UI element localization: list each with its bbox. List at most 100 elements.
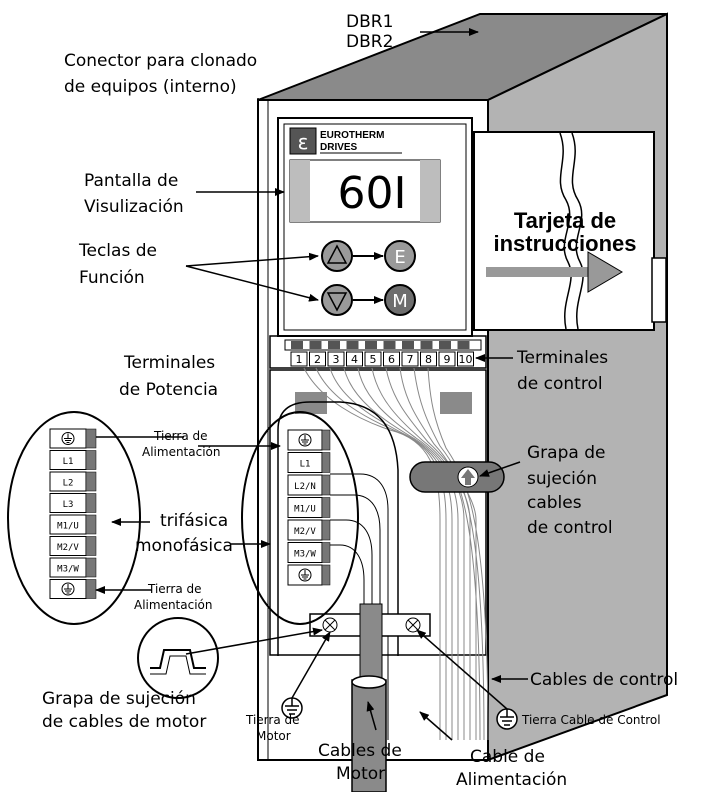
svg-text:E: E: [394, 247, 405, 268]
power-terminal-label: L1: [300, 460, 311, 470]
control-terminal-led: [291, 341, 303, 349]
control-terminal-number: 7: [407, 353, 414, 366]
earth-supply-bottom-line1: Tierra de: [147, 582, 202, 596]
control-terminal-number: 4: [351, 353, 358, 366]
dbr2-label: DBR2: [346, 32, 393, 52]
control-terminal[interactable]: [290, 351, 308, 367]
e-key[interactable]: E: [384, 240, 416, 272]
control-clamp-label-line3: cables: [527, 493, 582, 513]
zoom-earth-terminal-icon: [61, 432, 75, 445]
control-terminal[interactable]: [420, 351, 437, 367]
up-arrow-icon: [326, 244, 348, 264]
motor-cables-label-line1: Cables de: [318, 741, 402, 761]
earth-terminal-icon: [298, 568, 312, 582]
eurotherm-logo-icon: ε: [298, 130, 309, 154]
control-terminal-led: [346, 341, 359, 349]
control-terminal-number: 1: [296, 353, 303, 366]
control-cable-earth-label: Tierra Cable de Control: [521, 713, 661, 727]
control-terminal[interactable]: [438, 351, 456, 367]
zoom-terminal-label: L2: [63, 479, 74, 489]
control-terminals-label-line1: Terminales: [516, 348, 608, 368]
motor-clamp-detail: [137, 617, 219, 699]
earth-supply-bottom-line2: Alimentación: [134, 598, 213, 612]
control-terminal[interactable]: [457, 351, 474, 367]
down-key[interactable]: [321, 284, 353, 316]
control-terminal[interactable]: [383, 351, 400, 367]
control-terminal[interactable]: [327, 351, 345, 367]
control-terminal-number: 5: [370, 353, 377, 366]
control-terminal-led: [383, 341, 396, 349]
earth-terminal-icon: [298, 433, 312, 447]
display-label-line2: Visulización: [84, 197, 184, 217]
control-terminal[interactable]: [309, 351, 326, 367]
control-clamp-label-line1: Grapa de: [527, 443, 605, 463]
control-terminal-led: [439, 341, 451, 349]
display-label-line1: Pantalla de: [84, 171, 178, 191]
supply-cable-label-line2: Alimentación: [456, 770, 567, 790]
instruction-card-label-line1: Tarjeta de: [514, 208, 616, 233]
supply-cable-label-line1: Cable de: [470, 747, 545, 767]
zoom-terminal-label: M3/W: [57, 565, 79, 575]
power-terminal-label: M1/U: [294, 505, 316, 515]
power-terminals-label-line2: de Potencia: [119, 380, 218, 400]
function-keys-label-line1: Teclas de: [78, 241, 157, 261]
control-terminal[interactable]: [401, 351, 419, 367]
motor-earth-label-line1: Tierra de: [245, 713, 300, 727]
zoom-terminal-label: L3: [63, 500, 74, 510]
control-terminal[interactable]: [364, 351, 382, 367]
zoom-earth-terminal-icon: [61, 582, 75, 596]
motor-cables-label-line2: Motor: [336, 764, 385, 784]
three-phase-label: trifásica: [160, 511, 228, 531]
m-key[interactable]: M: [384, 284, 416, 316]
function-keys-label-line2: Función: [79, 268, 145, 288]
clamp-up-arrow-icon: [461, 469, 475, 485]
labels: DBR1 DBR2 Conector para clonado de equip…: [42, 12, 678, 790]
control-terminal-led: [365, 341, 377, 349]
brand-name-line1: EUROTHERM: [320, 130, 384, 141]
control-terminal-number: 9: [444, 353, 451, 366]
indicator-block-right: [440, 392, 472, 414]
display-readout: 60I: [338, 168, 407, 219]
power-terminal-label: L2/N: [294, 482, 316, 492]
motor-earth-icon: [281, 697, 303, 719]
connector-label-line2: de equipos (interno): [64, 77, 237, 97]
control-terminal-number: 6: [388, 353, 395, 366]
earth-supply-top-line2: Alimentación: [142, 445, 221, 459]
callout-arrows: [95, 28, 528, 741]
instruction-card: Tarjeta de instrucciones: [473, 131, 667, 331]
control-terminal-led: [328, 341, 340, 349]
pull-arrow-icon: [587, 251, 623, 293]
motor-clamp-label-line1: Grapa de sujeción: [42, 689, 196, 709]
dbr1-label: DBR1: [346, 12, 393, 32]
control-terminal-led: [457, 341, 470, 349]
connector-label-line1: Conector para clonado: [64, 51, 257, 71]
motor-cable: [351, 679, 387, 792]
control-wires: [303, 367, 489, 741]
zoom-terminal-label: M1/U: [57, 522, 79, 532]
up-key[interactable]: [321, 240, 353, 272]
control-terminals-label-line2: de control: [517, 374, 603, 394]
control-terminal-number: 3: [333, 353, 340, 366]
control-cable-clamp: [409, 461, 505, 493]
power-terminal-label: M2/V: [294, 527, 316, 537]
power-terminal-label: M3/W: [294, 550, 316, 560]
control-terminal[interactable]: [346, 351, 363, 367]
earth-supply-top-line1: Tierra de: [153, 429, 208, 443]
control-terminal-number: 10: [459, 353, 473, 366]
power-terminals-label-line1: Terminales: [123, 353, 215, 373]
control-terminal-led: [420, 341, 433, 349]
zoom-terminal-label: M2/V: [57, 543, 79, 553]
keypad-module: ε EUROTHERM DRIVES 60I E M: [277, 117, 473, 337]
power-block-highlight: [241, 411, 359, 625]
control-terminal-number: 2: [314, 353, 321, 366]
instruction-card-label-line2: instrucciones: [493, 231, 636, 256]
control-terminal-number: 8: [425, 353, 432, 366]
motor-clamp-label-line2: de cables de motor: [42, 712, 206, 732]
brand-name-line2: DRIVES: [320, 142, 358, 153]
control-clamp-label-line2: sujeción: [527, 469, 597, 489]
single-phase-label: monofásica: [135, 536, 233, 556]
